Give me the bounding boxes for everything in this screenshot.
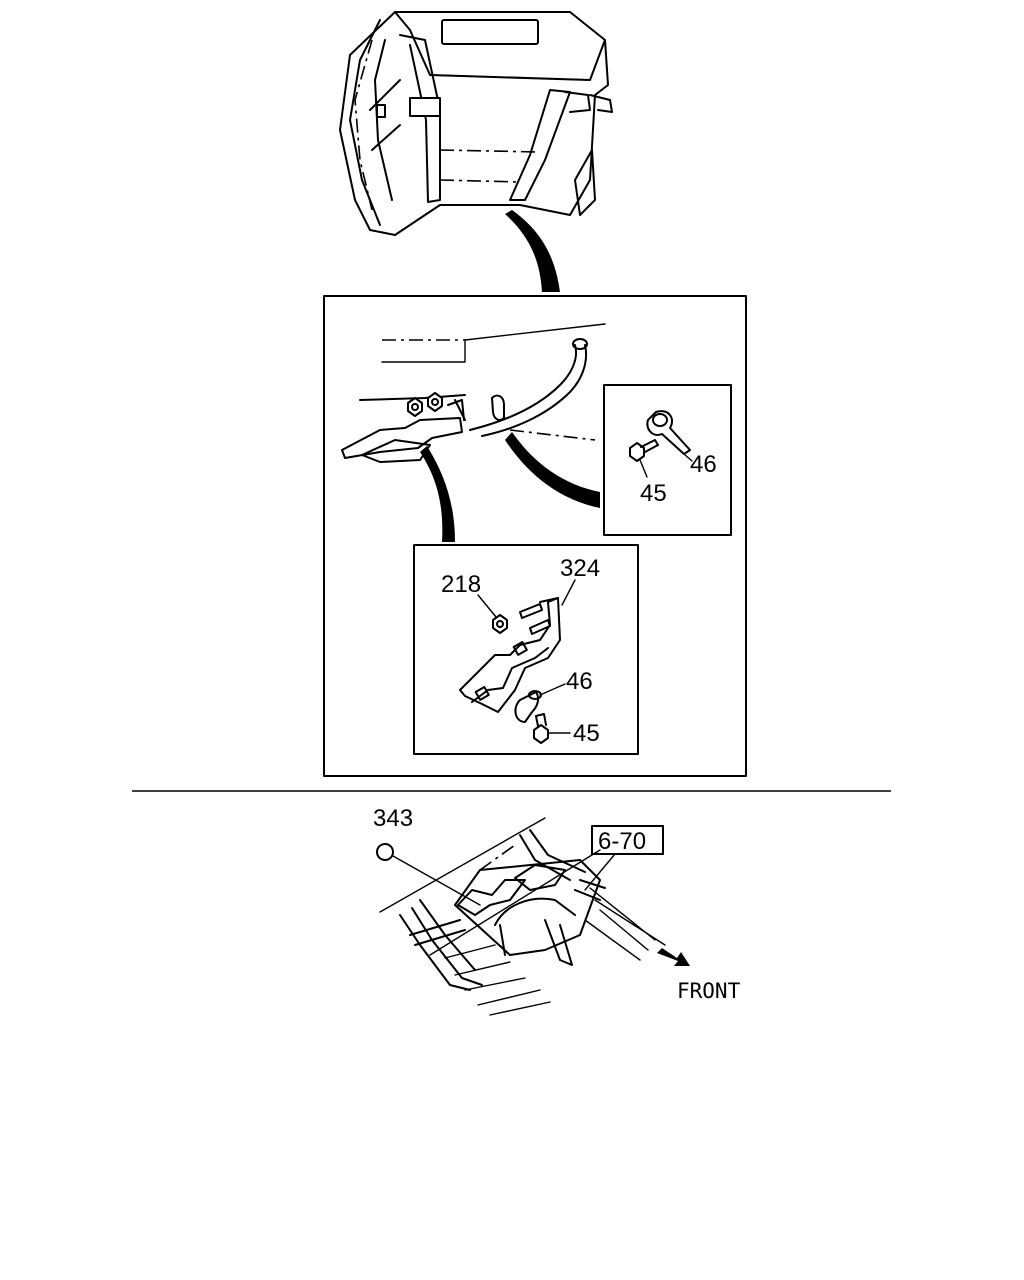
floor-harness-illustration (379, 817, 666, 1016)
grommet-symbol (376, 843, 394, 861)
front-label: FRONT (677, 979, 741, 1003)
nut-illustration (477, 594, 508, 634)
detail-frame-bracket (413, 544, 639, 755)
callout-bracket-clip: 46 (566, 668, 593, 695)
callout-bracket-nut: 218 (441, 571, 481, 598)
callout-clip-detail-bolt: 45 (640, 480, 667, 507)
detail-pointer-top (505, 210, 560, 292)
harness-routing-illustration (341, 323, 606, 463)
leader-grommet (392, 855, 481, 906)
callout-grommet: 343 (373, 805, 413, 832)
reference-box (591, 825, 664, 855)
clip-illustration (646, 410, 693, 462)
callout-bracket: 324 (560, 555, 600, 582)
leader-reference (584, 853, 616, 891)
leader-bracket (561, 579, 576, 606)
heater-unit-illustration (339, 11, 613, 236)
detail-frame-main (323, 295, 747, 777)
bracket-illustration (459, 597, 561, 723)
detail-pointer-bracket (420, 446, 455, 542)
callout-bracket-bolt: 45 (573, 720, 600, 747)
bolt-illustration-clip (629, 439, 659, 478)
bolt-illustration-bracket (533, 713, 571, 744)
callout-clip-detail-clip: 46 (690, 451, 717, 478)
callout-reference-box: 6-70 (598, 828, 646, 855)
arrow-right-down-icon (657, 948, 690, 966)
detail-frame-clip (603, 384, 732, 536)
detail-pointer-clip (505, 432, 600, 508)
leader-bracket-clip (539, 683, 566, 696)
